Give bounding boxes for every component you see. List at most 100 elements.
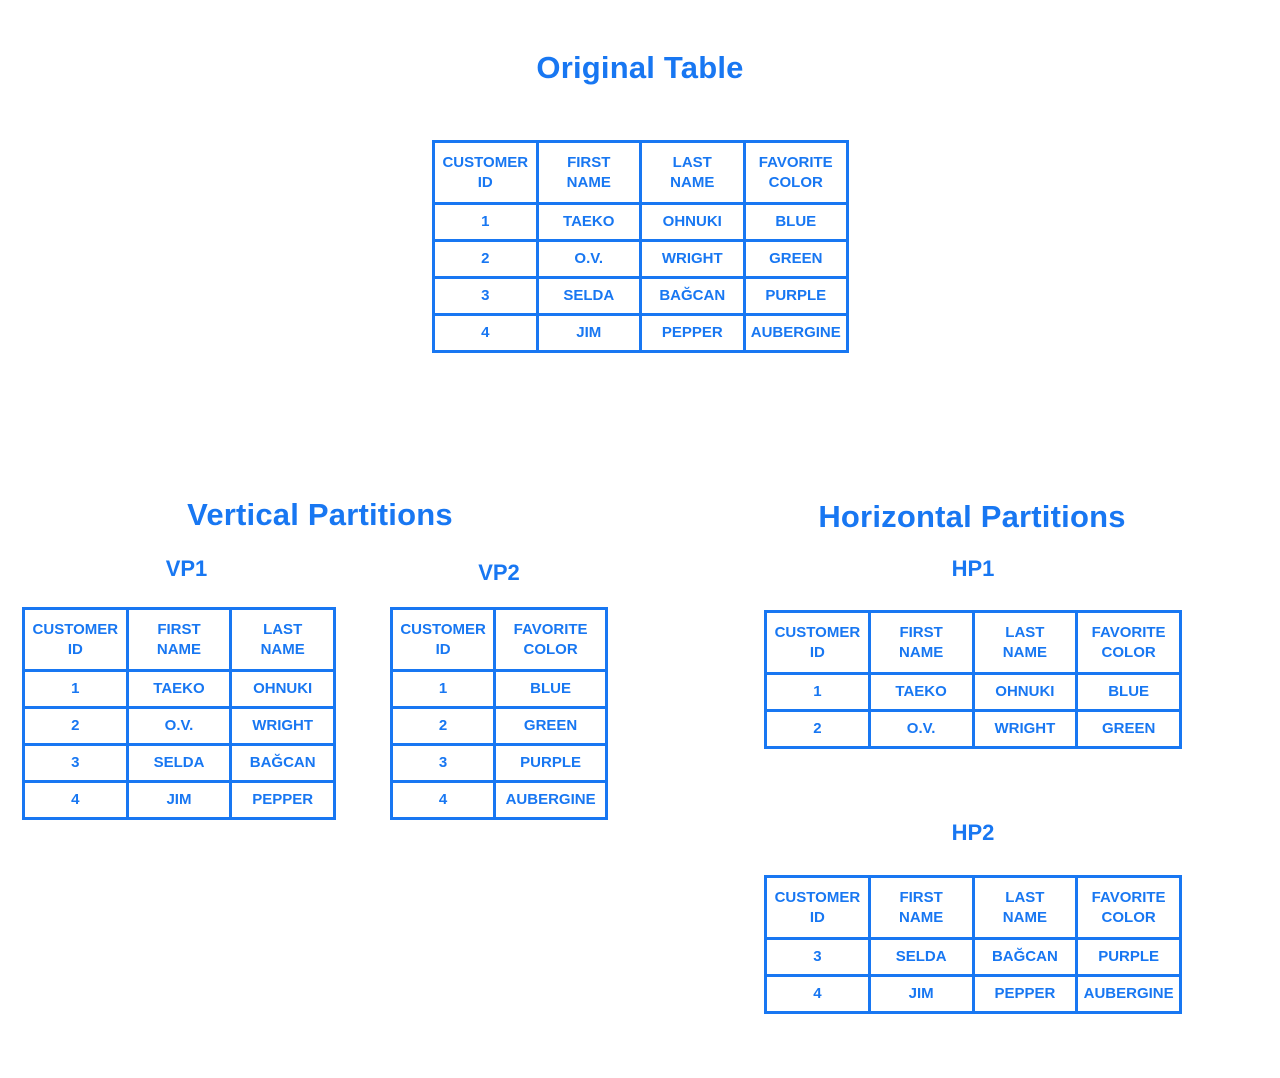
- column-header: FIRST NAME: [535, 140, 642, 205]
- table-cell: 4: [432, 313, 539, 353]
- table-cell: 2: [389, 706, 497, 746]
- table-cell: OHNUKI: [229, 669, 336, 709]
- table-cell: 3: [764, 937, 871, 977]
- table-cell: 2: [22, 706, 129, 746]
- vp2-label: VP2: [478, 560, 520, 585]
- column-header: LAST NAME: [639, 140, 746, 205]
- table-cell: BLUE: [493, 669, 608, 709]
- table-cell: BLUE: [742, 202, 849, 242]
- table-cell: 4: [764, 974, 871, 1014]
- column-header: CUSTOMER ID: [764, 610, 871, 675]
- column-header: FIRST NAME: [125, 607, 233, 672]
- table-cell: 1: [432, 202, 539, 242]
- table-cell: 3: [432, 276, 539, 316]
- column-header: LAST NAME: [971, 610, 1079, 675]
- table-cell: TAEKO: [125, 669, 233, 709]
- original-table-title: Original Table: [536, 50, 744, 85]
- table-cell: WRIGHT: [971, 709, 1079, 749]
- table-cell: BLUE: [1075, 672, 1182, 712]
- table-cell: AUBERGINE: [742, 313, 849, 353]
- hp2-label: HP2: [951, 820, 995, 845]
- table-cell: WRIGHT: [229, 706, 336, 746]
- table-cell: 1: [764, 672, 871, 712]
- hp1-label: HP1: [951, 556, 995, 581]
- table-cell: SELDA: [125, 743, 233, 783]
- column-header: FAVORITE COLOR: [742, 140, 849, 205]
- column-header: CUSTOMER ID: [764, 875, 871, 940]
- table-cell: O.V.: [125, 706, 233, 746]
- table-cell: PEPPER: [229, 780, 336, 820]
- table-cell: JIM: [535, 313, 642, 353]
- table-cell: TAEKO: [867, 672, 975, 712]
- table-cell: 1: [389, 669, 497, 709]
- table-cell: O.V.: [535, 239, 642, 279]
- column-header: FIRST NAME: [867, 875, 975, 940]
- column-header: FIRST NAME: [867, 610, 975, 675]
- table-cell: O.V.: [867, 709, 975, 749]
- column-header: LAST NAME: [229, 607, 336, 672]
- column-header: CUSTOMER ID: [432, 140, 539, 205]
- table-cell: BAĞCAN: [639, 276, 746, 316]
- table-cell: 4: [389, 780, 497, 820]
- table-cell: PURPLE: [742, 276, 849, 316]
- horizontal-partitions-title: Horizontal Partitions: [818, 499, 1126, 534]
- table-cell: PEPPER: [971, 974, 1079, 1014]
- table-cell: GREEN: [1075, 709, 1182, 749]
- table-cell: AUBERGINE: [1075, 974, 1182, 1014]
- table-cell: PEPPER: [639, 313, 746, 353]
- table-cell: OHNUKI: [639, 202, 746, 242]
- vp1-label: VP1: [165, 556, 208, 581]
- column-header: FAVORITE COLOR: [493, 607, 608, 672]
- table-cell: OHNUKI: [971, 672, 1079, 712]
- table-cell: 2: [432, 239, 539, 279]
- table-cell: AUBERGINE: [493, 780, 608, 820]
- table-cell: 1: [22, 669, 129, 709]
- table-cell: WRIGHT: [639, 239, 746, 279]
- column-header: CUSTOMER ID: [389, 607, 497, 672]
- table-cell: PURPLE: [493, 743, 608, 783]
- table-cell: SELDA: [535, 276, 642, 316]
- table-cell: GREEN: [493, 706, 608, 746]
- table-cell: BAĞCAN: [971, 937, 1079, 977]
- table-cell: PURPLE: [1075, 937, 1182, 977]
- table-cell: BAĞCAN: [229, 743, 336, 783]
- table-cell: JIM: [867, 974, 975, 1014]
- vertical-partitions-title: Vertical Partitions: [187, 497, 453, 532]
- table-cell: 4: [22, 780, 129, 820]
- table-cell: 3: [22, 743, 129, 783]
- table-cell: TAEKO: [535, 202, 642, 242]
- table-cell: JIM: [125, 780, 233, 820]
- column-header: FAVORITE COLOR: [1075, 610, 1182, 675]
- table-cell: 3: [389, 743, 497, 783]
- table-cell: SELDA: [867, 937, 975, 977]
- table-cell: 2: [764, 709, 871, 749]
- column-header: FAVORITE COLOR: [1075, 875, 1182, 940]
